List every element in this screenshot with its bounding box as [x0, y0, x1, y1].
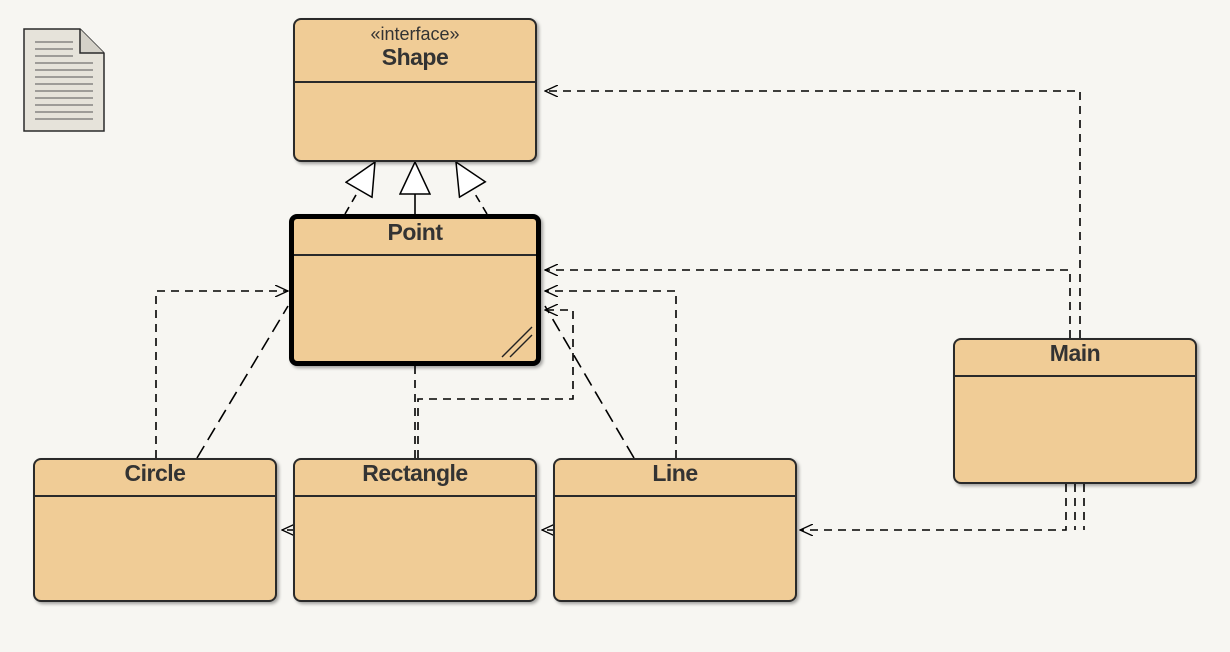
class-circle-header: Circle [35, 460, 275, 497]
resize-handle-icon[interactable] [498, 323, 534, 359]
class-shape[interactable]: «interface» Shape [293, 18, 537, 162]
point-name: Point [387, 219, 444, 245]
circle-point-association [196, 305, 289, 459]
class-line[interactable]: Line [553, 458, 797, 602]
class-shape-header: «interface» Shape [295, 20, 535, 83]
line-point-dependency [545, 291, 677, 458]
class-circle[interactable]: Circle [33, 458, 277, 602]
point-shape-realization-left [344, 162, 375, 215]
main-shape-dependency [545, 91, 1081, 338]
circle-name: Circle [124, 460, 186, 486]
line-point-association [544, 305, 635, 459]
shape-stereotype: «interface» [370, 24, 460, 44]
line-name: Line [652, 460, 698, 486]
main-name: Main [1049, 340, 1101, 366]
class-point[interactable]: Point [289, 214, 541, 366]
shape-name: Shape [381, 44, 449, 70]
class-point-header: Point [294, 219, 536, 256]
point-shape-realization-right [456, 162, 488, 215]
class-main-header: Main [955, 340, 1195, 377]
document-icon[interactable] [23, 28, 107, 134]
class-main[interactable]: Main [953, 338, 1197, 484]
class-line-header: Line [555, 460, 795, 497]
main-line-dependency [800, 484, 1067, 530]
rectangle-point-dependency-b [417, 310, 574, 458]
circle-point-dependency [155, 291, 288, 458]
class-rectangle-header: Rectangle [295, 460, 535, 497]
rectangle-name: Rectangle [362, 460, 468, 486]
class-rectangle[interactable]: Rectangle [293, 458, 537, 602]
main-point-dependency-1 [545, 270, 1071, 338]
